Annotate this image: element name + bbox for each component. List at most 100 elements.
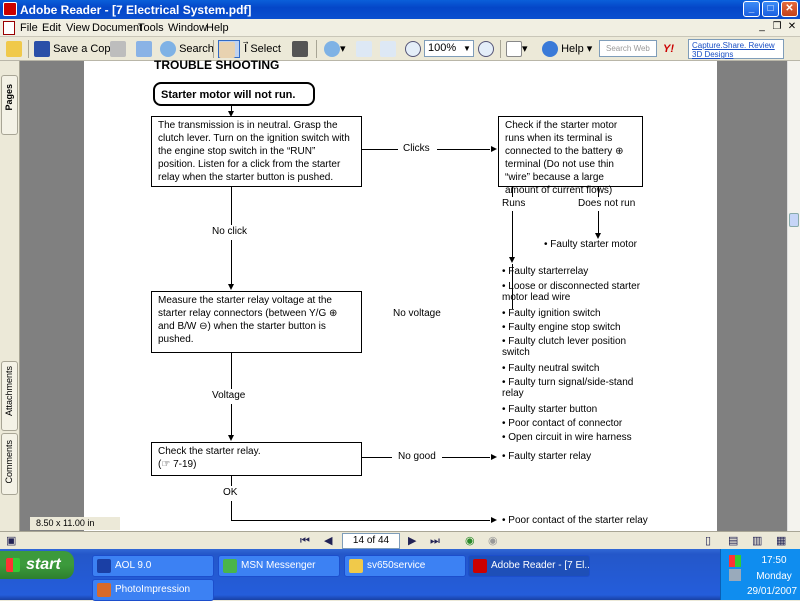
task-adobe-reader[interactable]: Adobe Reader - [7 El... <box>468 555 590 577</box>
help-button[interactable]: Help ▾ <box>542 40 592 58</box>
clock-time[interactable]: 17:50 <box>761 555 787 566</box>
hand-icon <box>219 42 235 59</box>
vertical-scrollbar[interactable] <box>787 61 800 531</box>
result-bullet: • Faulty clutch lever position switch <box>502 336 627 358</box>
select-tool-button[interactable]: I⃗ Select <box>244 40 281 58</box>
select-label: Select <box>250 43 281 55</box>
menu-file[interactable]: File <box>20 22 38 34</box>
window-titlebar: Adobe Reader - [7 Electrical System.pdf]… <box>0 0 800 19</box>
label-runs: Runs <box>502 198 526 209</box>
back-button[interactable]: ◉ <box>465 535 475 547</box>
save-copy-button[interactable]: Save a Copy <box>34 40 116 58</box>
menu-tools[interactable]: Tools <box>138 22 164 34</box>
hand-tool-button[interactable] <box>218 40 240 59</box>
check-relay-text: Check the starter relay. <box>158 446 261 457</box>
continuous-facing-view-icon[interactable]: ▦ <box>776 535 787 547</box>
tab-attachments[interactable]: Attachments <box>1 361 18 431</box>
zoom-select[interactable]: 100%▼ <box>424 40 474 57</box>
page-number-field[interactable]: 14 of 44 <box>342 533 400 549</box>
zoom-in-tool-button[interactable]: ▾ <box>324 40 346 58</box>
scroll-thumb[interactable] <box>789 213 799 227</box>
task-photoimpression[interactable]: PhotoImpression <box>92 579 214 601</box>
label-no-good: No good <box>398 451 436 462</box>
actual-size-button[interactable] <box>356 40 372 58</box>
label-no-voltage: No voltage <box>393 308 441 319</box>
first-page-button[interactable]: ⏮ <box>300 535 310 547</box>
menu-help[interactable]: Help <box>206 22 229 34</box>
tray-icon[interactable] <box>729 555 741 567</box>
flow-box-neutral-check: The transmission is in neutral. Grasp th… <box>151 116 362 187</box>
maximize-button[interactable]: □ <box>762 1 779 17</box>
navigation-pane: Pages Attachments Comments <box>0 61 20 531</box>
tab-comments[interactable]: Comments <box>1 433 18 495</box>
page-heading: TROUBLE SHOOTING <box>154 58 280 72</box>
task-msn[interactable]: MSN Messenger <box>218 555 340 577</box>
facing-view-icon[interactable]: ▥ <box>752 535 763 547</box>
tab-pages[interactable]: Pages <box>1 75 18 135</box>
search-icon <box>160 41 176 58</box>
task-aol[interactable]: AOL 9.0 <box>92 555 214 577</box>
menu-edit[interactable]: Edit <box>42 22 61 34</box>
search-label: Search <box>179 43 214 55</box>
yahoo-icon[interactable]: Y! <box>663 43 674 55</box>
start-button[interactable]: start <box>0 551 74 579</box>
pdf-document-icon <box>3 21 15 35</box>
forward-button[interactable]: ◉ <box>488 535 498 547</box>
fit-height-icon <box>356 41 372 58</box>
flow-box-relay-voltage: Measure the starter relay voltage at the… <box>151 291 362 353</box>
minimize-button[interactable]: _ <box>743 1 760 17</box>
label-ok: OK <box>223 487 238 498</box>
security-alert-icon[interactable] <box>729 569 741 581</box>
search-button[interactable]: Search <box>160 40 214 58</box>
fit-width-icon <box>380 41 396 58</box>
check-relay-ref: (☞ 7-19) <box>158 459 197 470</box>
printer-icon <box>110 41 126 58</box>
flow-line <box>598 211 599 233</box>
windows-logo-icon <box>6 558 20 572</box>
previous-page-button[interactable]: ◀ <box>324 535 333 547</box>
tasks-button[interactable]: ▾ <box>506 40 528 58</box>
flow-line <box>231 106 232 115</box>
flow-box-motor-check: Check if the starter motor runs when its… <box>498 116 643 196</box>
next-page-button[interactable]: ▶ <box>408 535 417 547</box>
document-viewer: TROUBLE SHOOTING Starter motor will not … <box>20 58 787 531</box>
flow-line <box>437 149 490 150</box>
menu-view[interactable]: View <box>66 22 90 34</box>
capture-line1: Capture.Share. Review <box>692 41 775 50</box>
snapshot-button[interactable] <box>292 40 308 58</box>
pdf-page: TROUBLE SHOOTING Starter motor will not … <box>84 58 717 531</box>
task-folder[interactable]: sv650service <box>344 555 466 577</box>
document-minimize-button[interactable]: _ <box>759 21 765 32</box>
flow-start-box: Starter motor will not run. <box>153 82 315 106</box>
pane-toggle-icon[interactable]: ▣ <box>6 535 17 547</box>
flow-line <box>231 187 232 225</box>
continuous-view-icon[interactable]: ▤ <box>728 535 739 547</box>
zoom-in-button[interactable] <box>478 40 494 58</box>
result-bullet: • Faulty turn signal/side-stand relay <box>502 377 634 399</box>
last-page-button[interactable]: ⏭ <box>430 535 440 547</box>
flow-line <box>512 264 513 309</box>
result-bullet: • Faulty engine stop switch <box>502 322 621 333</box>
zoom-out-button[interactable] <box>405 40 421 58</box>
task-label: Adobe Reader - [7 El... <box>491 560 590 571</box>
label-does-not-run: Does not run <box>578 198 636 209</box>
menu-document[interactable]: Document <box>92 22 143 34</box>
fit-width-button[interactable] <box>380 40 396 58</box>
document-restore-button[interactable]: ❐ <box>772 21 782 32</box>
search-web-input[interactable]: Search Web <box>599 40 657 57</box>
document-close-button[interactable]: ✕ <box>787 21 797 32</box>
close-button[interactable]: ✕ <box>781 1 798 17</box>
task-label: PhotoImpression <box>115 584 191 595</box>
status-bar: ▣ ⏮ ◀ 14 of 44 ▶ ⏭ ◉ ◉ ▯ ▤ ▥ ▦ <box>0 531 800 549</box>
open-button[interactable] <box>6 40 22 58</box>
menu-window[interactable]: Window <box>168 22 208 34</box>
task-label: sv650service <box>367 560 426 571</box>
single-page-view-icon[interactable]: ▯ <box>705 535 712 547</box>
email-button[interactable] <box>136 40 152 58</box>
result-bullet: • Faulty starterrelay <box>502 266 589 277</box>
label-no-click: No click <box>212 226 248 237</box>
tab-pages-label: Pages <box>4 84 14 111</box>
adobe-reader-icon <box>3 2 17 16</box>
print-button[interactable] <box>110 40 126 58</box>
